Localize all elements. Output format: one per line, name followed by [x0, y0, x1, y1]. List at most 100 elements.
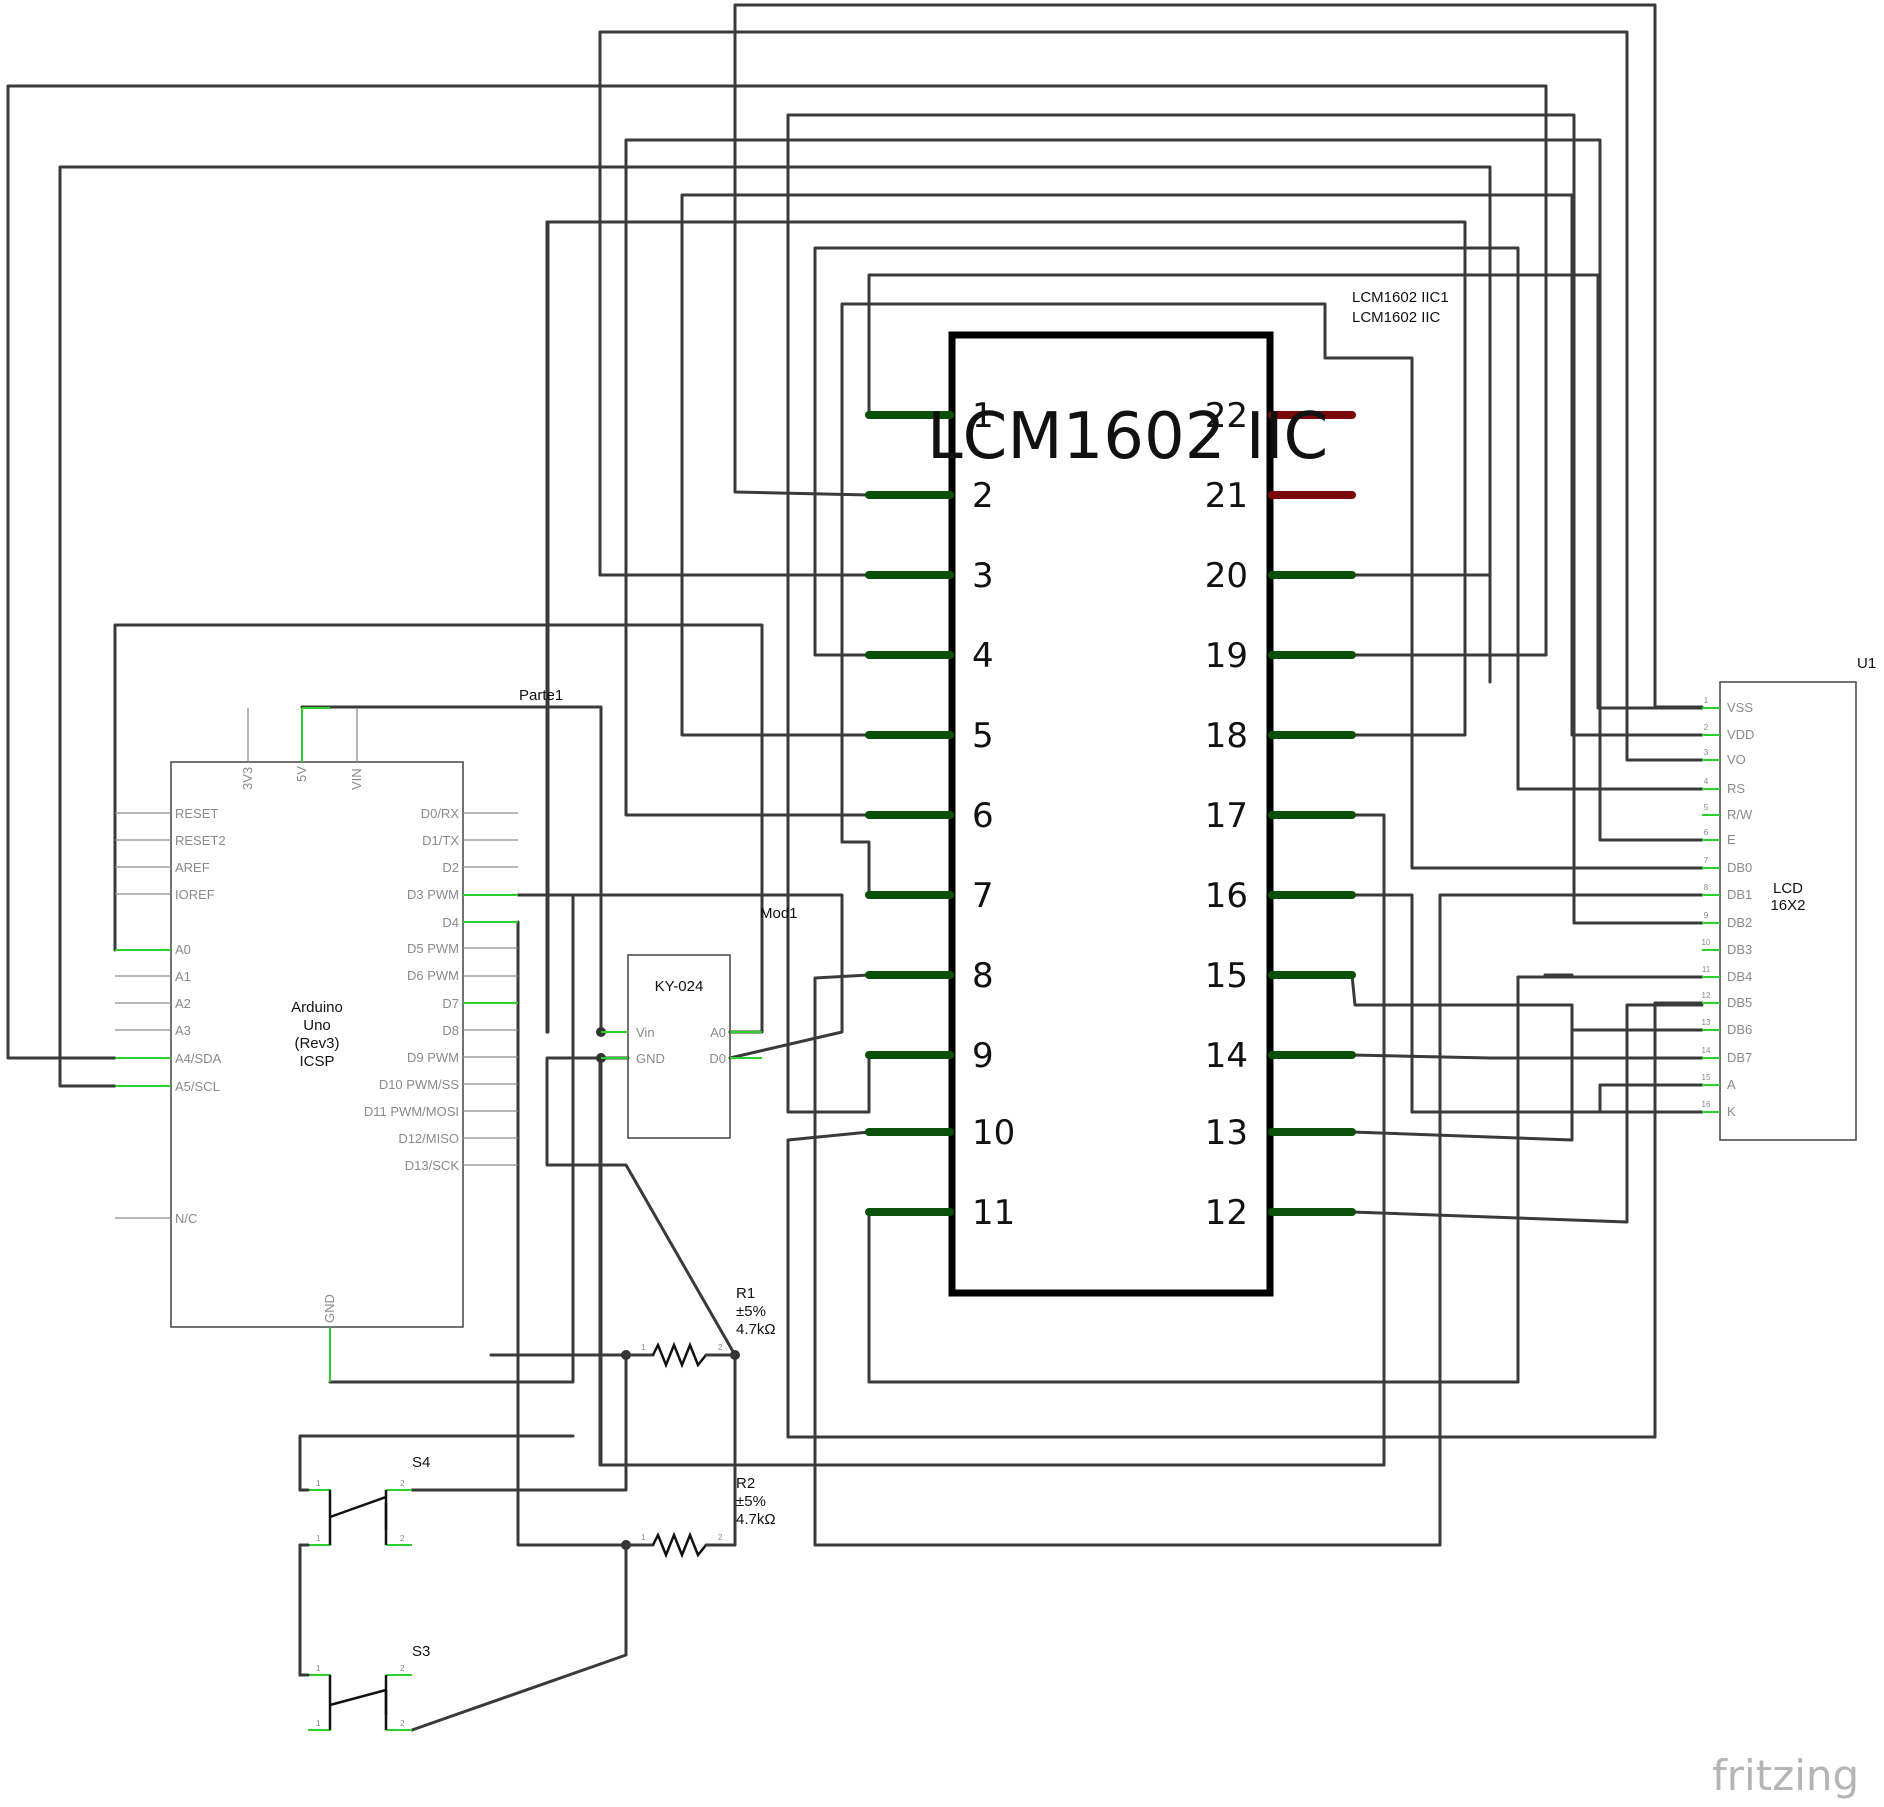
- lcm-pin-label: 20: [1205, 556, 1248, 596]
- r1-ref: R1: [736, 1285, 755, 1302]
- ky024-ref: Mod1: [760, 905, 798, 922]
- lcm-pin-label: 22: [1205, 396, 1248, 436]
- arduino-pin-label: RESET2: [175, 833, 226, 848]
- wire-s4-out: [410, 1353, 628, 1492]
- arduino-pin-label: A0: [175, 942, 191, 957]
- ky024-pin-vin: Vin: [636, 1025, 655, 1040]
- arduino-pin-label: D0/RX: [421, 806, 460, 821]
- arduino-top-pin-labels: 3V3 5V VIN GND: [240, 766, 364, 1323]
- wire-lcm-18: [545, 220, 1467, 1034]
- lcm-left-pins: [865, 411, 954, 1216]
- svg-text:A: A: [1727, 1077, 1736, 1092]
- arduino-pin-label: D2: [442, 860, 459, 875]
- arduino-pin-label: D1/TX: [422, 833, 459, 848]
- r2-pin2: 2: [718, 1533, 723, 1542]
- svg-text:6: 6: [1704, 828, 1709, 837]
- arduino-pin-gnd: GND: [322, 1294, 337, 1323]
- ky024-module[interactable]: KY-024 Vin GND A0 D0 Mod1: [601, 905, 798, 1139]
- arduino-body: [170, 761, 464, 1328]
- arduino-pin-label: D7: [442, 996, 459, 1011]
- svg-text:RS: RS: [1727, 781, 1745, 796]
- lcm-pin-label: 16: [1205, 876, 1248, 916]
- svg-text:14: 14: [1702, 1046, 1711, 1055]
- arduino-pin-label: A3: [175, 1023, 191, 1038]
- lcd-pin-labels: VSS VDD VO RS R/W E DB0 DB1 DB2 DB3 DB4 …: [1727, 700, 1754, 1119]
- lcm-pin-label: 6: [972, 796, 994, 836]
- lcm-pin-label: 3: [972, 556, 994, 596]
- lcd-16x2[interactable]: 1 2 3 4 5 6 7 8 9 10 11 12 13 14 15 16 V…: [1702, 655, 1877, 1141]
- arduino-right-pin-labels: D0/RX D1/TX D2 D3 PWM D4 D5 PWM D6 PWM D…: [364, 806, 459, 1173]
- lcd-pin-stubs: [1702, 707, 1720, 1113]
- lcd-pin-numbers: 1 2 3 4 5 6 7 8 9 10 11 12 13 14 15 16: [1702, 696, 1711, 1109]
- lcm-title: LCM1602 IIC: [927, 400, 1328, 474]
- lcm-pin-label: 17: [1205, 796, 1248, 836]
- arduino-uno[interactable]: 3V3 5V VIN GND RESET RESET2 AREF IOREF A: [115, 687, 563, 1382]
- svg-text:ICSP: ICSP: [299, 1053, 334, 1070]
- resistor-r1[interactable]: 1 2 R1 ±5% 4.7kΩ: [624, 1285, 776, 1369]
- svg-text:2: 2: [400, 1534, 405, 1543]
- svg-text:DB0: DB0: [1727, 860, 1752, 875]
- arduino-part-label: Parte1: [519, 687, 563, 704]
- r2-value: 4.7kΩ: [736, 1511, 776, 1528]
- svg-text:5: 5: [1704, 803, 1709, 812]
- wire-lcm-20: [1350, 165, 1492, 577]
- svg-text:Uno: Uno: [303, 1017, 331, 1034]
- switch-s3[interactable]: 1 2 1 2 S3: [308, 1643, 430, 1731]
- arduino-pin-5v: 5V: [294, 766, 309, 782]
- wire-gnd: [328, 893, 575, 1384]
- arduino-pin-label: D12/MISO: [398, 1131, 459, 1146]
- arduino-name: Arduino Uno (Rev3) ICSP: [291, 999, 343, 1070]
- svg-text:(Rev3): (Rev3): [294, 1035, 339, 1052]
- svg-text:16X2: 16X2: [1770, 897, 1805, 914]
- wire-lcm-5: [680, 193, 1704, 737]
- wire-lcm-8: [813, 893, 1704, 1547]
- arduino-pin-label: AREF: [175, 860, 210, 875]
- svg-text:Arduino: Arduino: [291, 999, 343, 1016]
- svg-text:2: 2: [400, 1479, 405, 1488]
- ky024-body: [627, 954, 731, 1139]
- arduino-pin-vin: VIN: [349, 768, 364, 790]
- wire-5v: [300, 705, 603, 1034]
- resistor-r2[interactable]: 1 2 R2 ±5% 4.7kΩ: [624, 1475, 776, 1559]
- svg-text:2: 2: [400, 1719, 405, 1728]
- wire-lcm-13: [1350, 1028, 1704, 1142]
- arduino-pin-label: N/C: [175, 1211, 197, 1226]
- arduino-pin-label: D10 PWM/SS: [379, 1077, 460, 1092]
- lcm-pin-label: 19: [1205, 636, 1248, 676]
- arduino-pin-3v3: 3V3: [240, 767, 255, 790]
- arduino-left-pin-labels: RESET RESET2 AREF IOREF A0 A1 A2 A3 A4/S…: [175, 806, 226, 1226]
- svg-text:DB7: DB7: [1727, 1050, 1752, 1065]
- svg-text:4: 4: [1704, 777, 1709, 786]
- wire-lcm-3: [598, 30, 1704, 762]
- arduino-pin-label: D11 PWM/MOSI: [364, 1104, 459, 1119]
- svg-text:DB6: DB6: [1727, 1022, 1752, 1037]
- lcm1602-module[interactable]: 1 2 3 4 5 6 7 8 9 10 11 22 21 20 19 18 1…: [865, 289, 1449, 1297]
- svg-text:1: 1: [316, 1534, 321, 1543]
- arduino-pin-label: A5/SCL: [175, 1079, 220, 1094]
- wire-lcm-4: [813, 246, 1704, 791]
- svg-text:13: 13: [1702, 1018, 1711, 1027]
- lcd-name: LCD 16X2: [1770, 880, 1805, 914]
- svg-text:DB1: DB1: [1727, 887, 1752, 902]
- arduino-pin-label: D8: [442, 1023, 459, 1038]
- wire-lcm-10: [786, 1001, 1704, 1439]
- svg-text:DB4: DB4: [1727, 969, 1752, 984]
- svg-text:VSS: VSS: [1727, 700, 1753, 715]
- lcd-ref: U1: [1857, 655, 1876, 672]
- svg-text:DB2: DB2: [1727, 915, 1752, 930]
- arduino-pin-label: A2: [175, 996, 191, 1011]
- svg-text:16: 16: [1702, 1100, 1711, 1109]
- wire-lcm-1: [867, 273, 1704, 710]
- wire-lcm-7: [840, 302, 1704, 897]
- switch-s4[interactable]: 1 2 1 2 S4: [308, 1454, 430, 1546]
- arduino-pin-label: D4: [442, 915, 459, 930]
- lcm-pin-label: 2: [972, 476, 994, 516]
- svg-text:K: K: [1727, 1104, 1736, 1119]
- r2-ref: R2: [736, 1475, 755, 1492]
- svg-text:VO: VO: [1727, 752, 1746, 767]
- ky024-name: KY-024: [655, 978, 704, 995]
- svg-text:10: 10: [1702, 938, 1711, 947]
- svg-text:15: 15: [1702, 1073, 1711, 1082]
- lcm-pin-label: 9: [972, 1036, 994, 1076]
